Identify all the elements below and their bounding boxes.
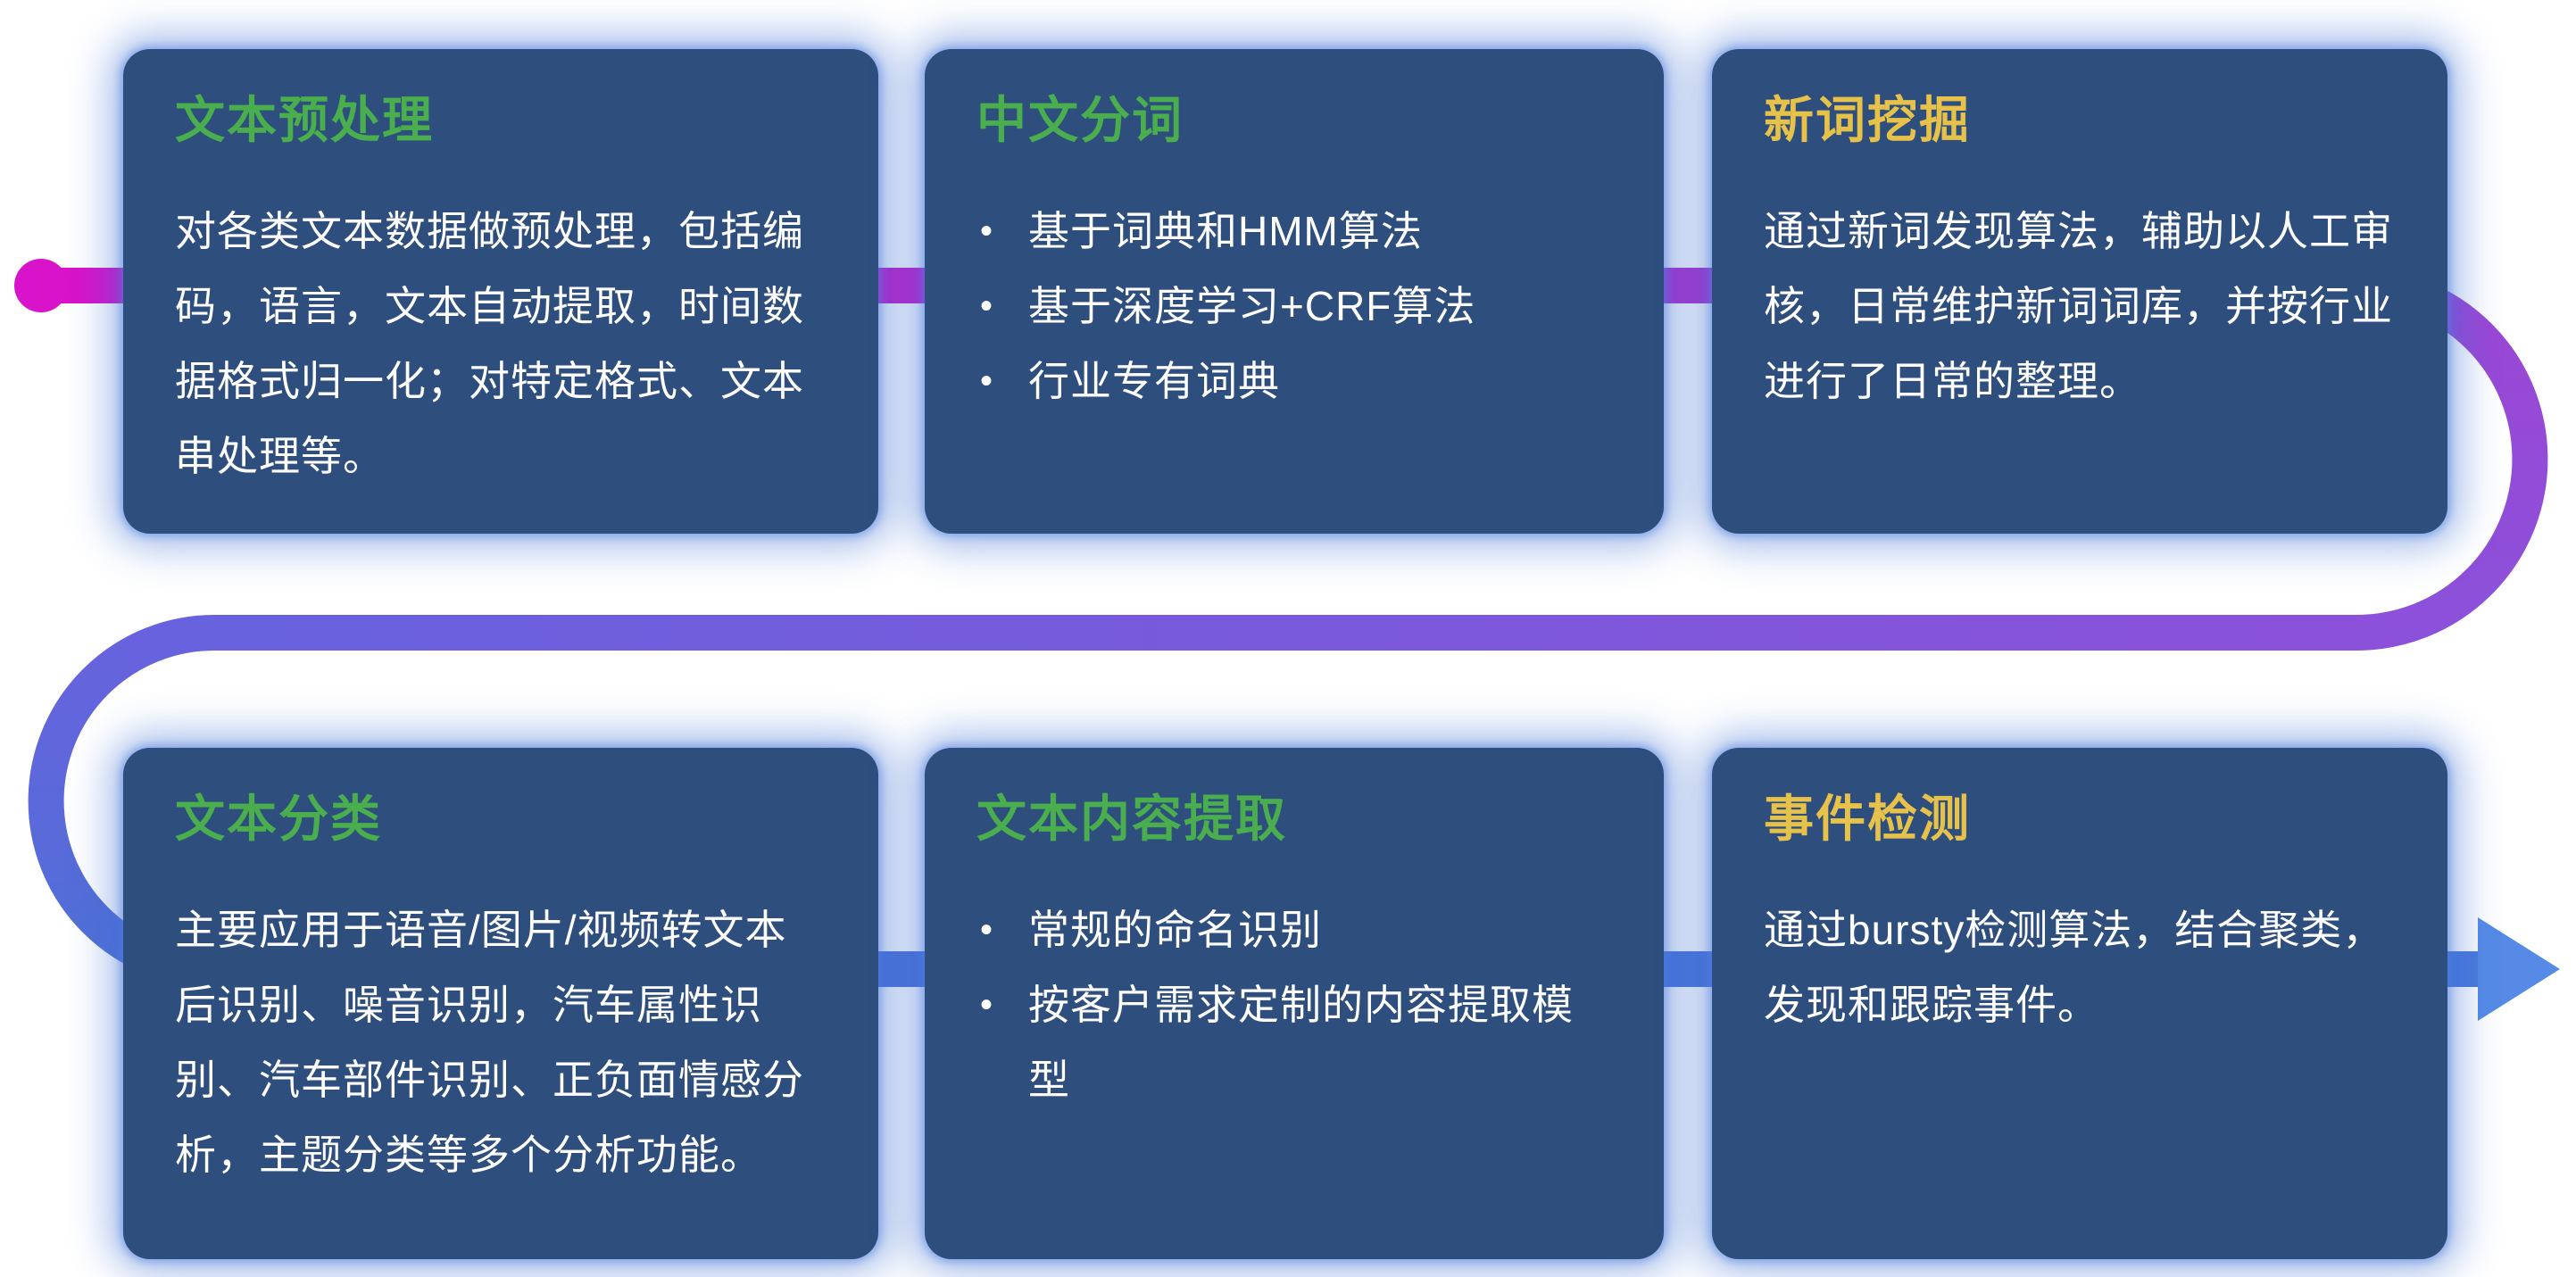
card-title: 中文分词 xyxy=(976,92,1184,148)
bullet-item: 按客户需求定制的内容提取模型 xyxy=(976,967,1612,1117)
bullet-item: 基于深度学习+CRF算法 xyxy=(976,269,1612,344)
card-new-word-mining: 新词挖掘 通过新词发现算法，辅助以人工审核，日常维护新词词库，并按行业进行了日常… xyxy=(1712,49,2447,534)
card-title: 文本预处理 xyxy=(175,92,434,148)
card-title: 文本内容提取 xyxy=(976,791,1287,847)
card-event-detection: 事件检测 通过bursty检测算法，结合聚类，发现和跟踪事件。 xyxy=(1712,748,2447,1259)
bullet-item: 常规的命名识别 xyxy=(976,892,1612,967)
card-chinese-word-segmentation: 中文分词 基于词典和HMM算法基于深度学习+CRF算法行业专有词典 xyxy=(925,49,1664,534)
card-title: 文本分类 xyxy=(175,791,382,847)
card-title: 事件检测 xyxy=(1764,791,1971,847)
flow-start-dot xyxy=(14,259,68,312)
bullet-item: 基于词典和HMM算法 xyxy=(976,194,1612,269)
bullet-list: 常规的命名识别按客户需求定制的内容提取模型 xyxy=(976,892,1612,1117)
flow-arrow-head xyxy=(2478,917,2560,1021)
card-text-content-extraction: 文本内容提取 常规的命名识别按客户需求定制的内容提取模型 xyxy=(925,748,1664,1259)
card-body: 通过bursty检测算法，结合聚类，发现和跟踪事件。 xyxy=(1764,907,2385,1028)
bullet-list: 基于词典和HMM算法基于深度学习+CRF算法行业专有词典 xyxy=(976,194,1612,419)
card-body: 对各类文本数据做预处理，包括编码，语言，文本自动提取，时间数据格式归一化；对特定… xyxy=(175,208,804,479)
card-title: 新词挖掘 xyxy=(1764,92,1971,148)
card-body: 通过新词发现算法，辅助以人工审核，日常维护新词词库，并按行业进行了日常的整理。 xyxy=(1764,208,2393,404)
card-text-preprocessing: 文本预处理 对各类文本数据做预处理，包括编码，语言，文本自动提取，时间数据格式归… xyxy=(123,49,878,534)
bullet-item: 行业专有词典 xyxy=(976,344,1612,419)
card-body: 主要应用于语音/图片/视频转文本后识别、噪音识别，汽车属性识别、汽车部件识别、正… xyxy=(175,907,804,1178)
card-text-classification: 文本分类 主要应用于语音/图片/视频转文本后识别、噪音识别，汽车属性识别、汽车部… xyxy=(123,748,878,1259)
